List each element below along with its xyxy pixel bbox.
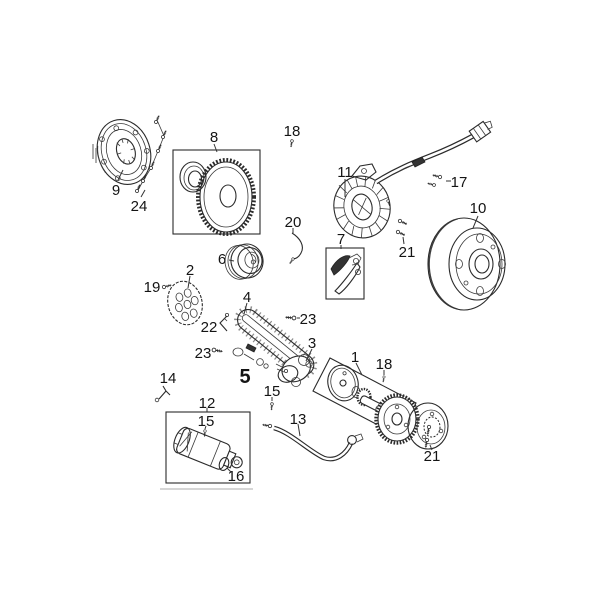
harness-connector	[468, 120, 493, 143]
callout-11: 11	[337, 164, 353, 181]
callout-5: 5	[239, 366, 250, 388]
part-11-stator	[333, 120, 493, 239]
callout-21-bottom: 21	[424, 448, 441, 465]
part-15-bolt-right	[269, 402, 274, 411]
part-18-bolt-top	[289, 139, 294, 148]
part-12-starter-motor	[165, 411, 251, 484]
callout-19: 19	[144, 279, 161, 296]
part-6-pulley	[224, 243, 264, 280]
callout-18-right: 18	[376, 356, 393, 373]
part-18-clutch-drum	[407, 402, 449, 450]
part-3-pump	[275, 354, 313, 387]
part-1-starter-clutch	[312, 357, 420, 445]
woodruff-key	[92, 144, 97, 163]
part-18-bolt-right	[381, 375, 386, 383]
callout-15-box: 15	[198, 413, 215, 430]
part-21-bolts-bottom	[423, 424, 432, 449]
callout-24: 24	[131, 198, 148, 215]
callout-10: 10	[470, 200, 487, 217]
part-23-bolt-right	[284, 314, 297, 321]
callout-4: 4	[243, 289, 251, 306]
part-2-plate	[167, 280, 203, 326]
part-17-screws	[426, 172, 451, 188]
callout-18-top: 18	[284, 123, 301, 140]
part-8-gear-assembly	[172, 149, 261, 236]
callout-23-left: 23	[195, 345, 212, 362]
callout-3: 3	[308, 335, 316, 352]
callout-21-left: 21	[399, 244, 416, 261]
callout-22: 22	[201, 319, 218, 336]
part-9-flywheel	[96, 119, 152, 185]
part-14-pin	[154, 385, 171, 403]
callout-14: 14	[160, 370, 177, 387]
callout-17: 17	[451, 174, 468, 191]
part-19-screw	[161, 282, 173, 290]
part-24-screws	[134, 114, 168, 194]
callout-1: 1	[351, 349, 359, 366]
callout-13: 13	[290, 411, 307, 428]
part-23-bolt-left	[211, 347, 224, 354]
part-20-hook	[288, 228, 303, 265]
callout-15-right: 15	[264, 383, 281, 400]
callout-20: 20	[285, 214, 302, 231]
part-7-chain-guides	[325, 247, 365, 300]
callout-23-right: 23	[300, 311, 317, 328]
callout-labels: 8 18 9 24 11 17 10 21 7 20 6 2 19 22 23 …	[112, 123, 487, 485]
part-10-drum	[427, 217, 506, 311]
callout-2: 2	[186, 262, 194, 279]
part-13-cable	[261, 422, 364, 462]
part-22-pin	[219, 312, 229, 332]
leader-lines	[117, 143, 479, 473]
callout-16: 16	[228, 468, 245, 485]
callout-8: 8	[210, 129, 218, 146]
callout-7: 7	[337, 231, 345, 248]
callout-9: 9	[112, 182, 120, 199]
callout-6: 6	[218, 251, 226, 268]
callout-12: 12	[199, 395, 216, 412]
chain-tensioner-bits	[232, 343, 269, 369]
part-21-bolts-left	[386, 199, 409, 245]
